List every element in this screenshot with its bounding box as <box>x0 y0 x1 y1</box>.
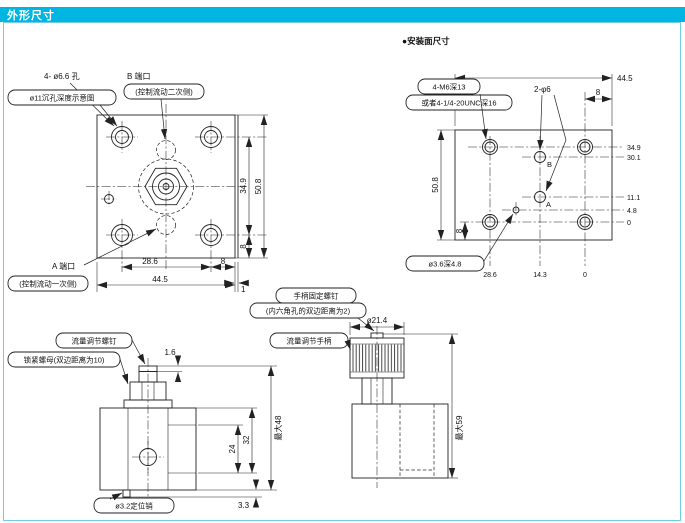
mounting-face-view: 44.5 8 50.8 8 34.9 30.1 11.1 4.8 0 28.6 … <box>405 74 641 279</box>
holes-label: 4- ø6.6 孔 <box>44 72 80 81</box>
dim-44-5-top: 44.5 <box>617 74 633 83</box>
handle-side-view: ø21.4 最大59 手柄固定螺钉 (内六角孔的双边距离为2) 流量调节手柄 <box>249 287 464 488</box>
pin-label-box2 <box>93 497 175 514</box>
dim-max59: 最大59 <box>454 415 464 440</box>
dim-50-8: 50.8 <box>254 178 263 194</box>
pin-label: ø3.6深4.8 <box>429 260 462 269</box>
dim-50-8-left: 50.8 <box>431 177 440 193</box>
counterbore-label: ø11沉孔深度示意图 <box>30 93 95 103</box>
dim-24: 24 <box>228 444 237 453</box>
port-b-note: (控制流动二次侧) <box>135 87 193 97</box>
page-title: 外形尺寸 <box>7 9 55 22</box>
dim-28-6: 28.6 <box>142 257 158 266</box>
port-b-label: B 端口 <box>127 71 151 81</box>
port-a-hole <box>534 191 546 203</box>
header-bar: 外形尺寸 <box>0 7 685 22</box>
dim-1-6: 1.6 <box>164 348 176 357</box>
port-a-note: (控制流动一次侧) <box>19 279 77 289</box>
knurl-band <box>350 344 404 372</box>
thread-label: 4-M6深13 <box>433 83 466 92</box>
setscrew-note-box <box>249 302 367 319</box>
thread-alt-label-box <box>405 94 513 111</box>
setscrew-label: 手柄固定螺钉 <box>294 291 339 301</box>
dim-32: 32 <box>242 435 251 444</box>
dim-1: 1 <box>241 285 246 294</box>
handle-label: 流量调节手柄 <box>287 336 332 346</box>
dim-3-3: 3.3 <box>238 501 250 510</box>
coord-11-1: 11.1 <box>627 195 640 202</box>
dim-8-right: 8 <box>239 244 248 249</box>
coord-0-bottom: 0 <box>583 272 587 279</box>
port-b-note-box <box>123 83 205 100</box>
flange-face-view: 34.9 8 50.8 28.6 8 44.5 1 4- ø6.6 孔 ø11沉… <box>7 71 268 294</box>
dim-max48: 最大48 <box>273 415 283 440</box>
port-a-label: A 端口 <box>52 261 75 271</box>
coord-30-1: 30.1 <box>627 155 641 162</box>
pin-label2: ø3.2定位销 <box>115 501 153 511</box>
dim-21-4: ø21.4 <box>367 316 388 325</box>
mounting-outline <box>454 129 613 241</box>
coord-34-9: 34.9 <box>627 145 641 152</box>
pin-label-box <box>405 255 485 272</box>
setscrew-note: (内六角孔的双边距离为2) <box>266 306 351 316</box>
dim-44-5: 44.5 <box>152 275 168 284</box>
mounting-face-note: ●安装面尺寸 <box>402 36 450 46</box>
port-b-hidden <box>156 140 176 160</box>
content-frame <box>3 22 681 521</box>
dim-8-bottom: 8 <box>221 257 226 266</box>
boss <box>123 399 173 409</box>
locknut-label: 锁紧螺母(双边距离为10) <box>24 355 105 365</box>
flange-outline <box>96 114 236 259</box>
screw-side-view: 1.6 24 32 最大48 3.3 流量调节螺钉 锁紧螺母(双边距离为10) … <box>7 332 283 514</box>
screw-label: 流量调节螺钉 <box>72 336 117 346</box>
dim-8-top: 8 <box>596 88 601 97</box>
dim-8-left: 8 <box>455 228 464 233</box>
port-a-note-box <box>7 275 89 292</box>
dim-34-9: 34.9 <box>239 178 248 194</box>
locating-pin <box>122 489 131 498</box>
ports-label: 2-φ6 <box>534 85 551 94</box>
port-b-letter: B <box>547 160 552 169</box>
hex-boss <box>144 167 188 206</box>
port-b-hole <box>534 151 546 163</box>
thread-alt-label: 或者4-1/4-20UNC深16 <box>421 98 496 108</box>
port-a-hidden <box>156 215 176 235</box>
coord-14-3: 14.3 <box>533 272 547 279</box>
counterbore-label-box <box>7 89 117 106</box>
thread-label-box <box>417 78 481 95</box>
coord-4-8: 4.8 <box>627 208 637 215</box>
coord-28-6: 28.6 <box>483 272 497 279</box>
coord-0-right: 0 <box>627 220 631 227</box>
pin-hole-mount <box>512 206 520 214</box>
port-a-letter: A <box>546 200 551 209</box>
